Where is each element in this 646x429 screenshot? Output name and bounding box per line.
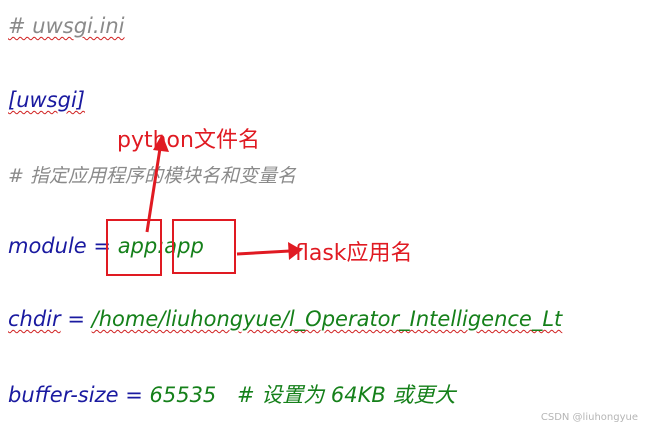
- module-comment-text: # 指定应用程序的模块名和变量名: [8, 165, 296, 187]
- chdir-value: /home/liuhongyue/l_Operator_Intelligence…: [91, 307, 563, 331]
- python-arrow-line: [145, 141, 163, 233]
- python-arrow-head: [153, 134, 169, 152]
- buffer-size-value: 65535: [149, 383, 217, 407]
- python-filename-annotation: python文件名: [117, 128, 260, 153]
- chdir-key: chdir: [8, 307, 61, 331]
- flask-arrow-line: [236, 249, 291, 256]
- flask-app-annotation: flask应用名: [295, 241, 413, 266]
- flask-arrow-head: [288, 242, 302, 260]
- file-comment-line: # uwsgi.ini: [8, 14, 125, 38]
- section-header-line: [uwsgi]: [8, 88, 85, 112]
- chdir-line: chdir = /home/liuhongyue/l_Operator_Inte…: [8, 307, 562, 331]
- buffer-size-comment: # 设置为 64KB 或更大: [236, 383, 456, 407]
- module-key: module: [8, 234, 87, 258]
- file-comment-text: # uwsgi.ini: [8, 14, 125, 38]
- section-header-text: [uwsgi]: [8, 88, 85, 112]
- chdir-equals: =: [67, 307, 85, 331]
- buffer-size-line: buffer-size = 65535 # 设置为 64KB 或更大: [8, 379, 456, 409]
- app-variable-highlight-box: [172, 219, 236, 274]
- module-name-highlight-box: [106, 219, 162, 276]
- module-comment-line: # 指定应用程序的模块名和变量名: [8, 161, 296, 188]
- buffer-size-key: buffer-size: [8, 383, 119, 407]
- buffer-size-equals: =: [125, 383, 143, 407]
- csdn-watermark: CSDN @liuhongyue: [540, 412, 638, 423]
